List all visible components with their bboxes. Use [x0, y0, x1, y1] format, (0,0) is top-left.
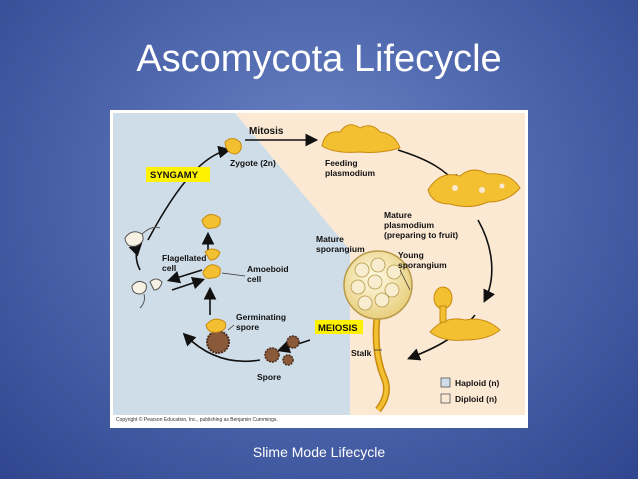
- amoeboid-cell: [201, 214, 221, 229]
- label-mitosis: Mitosis: [249, 126, 284, 137]
- label-stalk: Stalk: [351, 348, 372, 358]
- germinating-spore: [206, 330, 230, 354]
- label-mature-plasmodium-1: Mature: [384, 210, 412, 220]
- plasmodium-gap: [452, 185, 458, 191]
- sporangium-stalk-highlight: [374, 309, 389, 412]
- feeding-plasmodium: [321, 124, 401, 153]
- label-flagellated-cell-2: cell: [162, 263, 176, 273]
- amoeboid-cell: [204, 248, 221, 261]
- label-feeding-plasmodium-2: plasmodium: [325, 168, 376, 178]
- label-syngamy: SYNGAMY: [150, 170, 199, 181]
- label-germinating-spore-2: spore: [236, 322, 259, 332]
- label-meiosis: MEIOSIS: [318, 323, 358, 334]
- young-sporangium-base: [429, 318, 501, 341]
- plasmodium-gap: [499, 183, 505, 189]
- label-mature-sporangium-1: Mature: [316, 234, 344, 244]
- legend: Haploid (n) Diploid (n): [440, 377, 500, 404]
- label-mature-sporangium-2: sporangium: [316, 244, 365, 254]
- label-flagellated-cell-1: Flagellated: [162, 253, 206, 263]
- lifecycle-diagram: Mitosis SYNGAMY Zygote (2n) Feeding plas…: [113, 113, 525, 415]
- legend-haploid-label: Haploid (n): [455, 378, 500, 388]
- arrow-flagellated-to-syngamy: [128, 242, 143, 271]
- zygote-cell: [224, 138, 242, 155]
- arrow-flagellated-to-amoeboid: [171, 276, 206, 291]
- syngamy-highlight: [146, 167, 210, 182]
- arrow-amoeboid-to-flagellated: [166, 269, 203, 284]
- arrow-to-young-sporangium: [477, 219, 496, 303]
- slide-title: Ascomycota Lifecycle: [136, 38, 502, 80]
- plasmodium-gap: [479, 187, 485, 193]
- spores: [264, 335, 300, 366]
- label-young-sporangium-1: Young: [398, 250, 424, 260]
- mature-plasmodium: [427, 169, 521, 208]
- copyright-notice: Copyright © Pearson Education, Inc., pub…: [116, 417, 278, 423]
- label-leaders: [221, 269, 411, 351]
- label-zygote: Zygote (2n): [230, 158, 276, 168]
- sporangium-spores: [350, 257, 402, 311]
- lifecycle-figure: Mitosis SYNGAMY Zygote (2n) Feeding plas…: [110, 110, 528, 428]
- label-amoeboid-cell-2: cell: [247, 274, 261, 284]
- label-feeding-plasmodium-1: Feeding: [325, 158, 358, 168]
- label-young-sporangium-2: sporangium: [398, 260, 447, 270]
- amoeboid-cell: [202, 264, 221, 279]
- young-sporangium-stem: [439, 305, 447, 323]
- slide-caption: Slime Mode Lifecycle: [252, 444, 386, 460]
- germinating-spore-emerging: [205, 318, 227, 333]
- legend-diploid-swatch: [440, 393, 451, 404]
- legend-diploid-label: Diploid (n): [455, 394, 497, 404]
- label-spore: Spore: [257, 372, 281, 382]
- label-mature-plasmodium-3: (preparing to fruit): [384, 230, 458, 240]
- legend-haploid-swatch: [440, 377, 451, 388]
- arrow-to-germinating-spore: [182, 332, 261, 363]
- flagellated-cells: [124, 226, 163, 309]
- label-germinating-spore-1: Germinating: [236, 312, 286, 322]
- label-amoeboid-cell-1: Amoeboid: [247, 264, 289, 274]
- label-mature-plasmodium-2: plasmodium: [384, 220, 435, 230]
- meiosis-highlight: [315, 320, 363, 334]
